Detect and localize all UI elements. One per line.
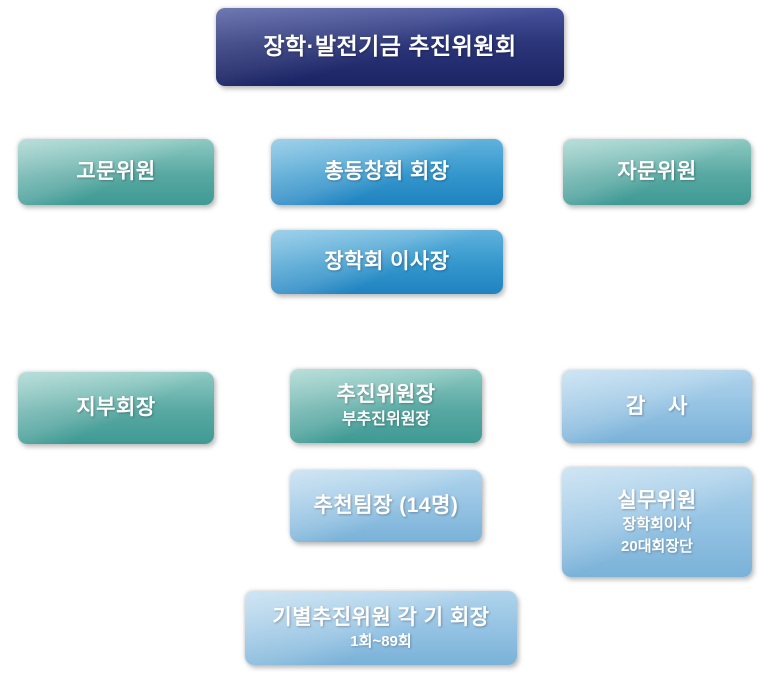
node-label: 장학·발전기금 추진위원회: [263, 33, 517, 60]
node-branch-presidents: 지부회장: [18, 372, 214, 444]
node-label: 추천팀장 (14명): [313, 494, 459, 518]
node-scholarship-foundation-chairman: 장학회 이사장: [271, 230, 503, 294]
node-advisory-members: 고문위원: [18, 139, 214, 205]
node-label: 지부회장: [76, 396, 156, 420]
node-promotion-committee-chairman: 추진위원장 부추진위원장: [290, 369, 482, 443]
node-label: 자문위원: [617, 160, 697, 184]
node-auditor: 감 사: [562, 370, 752, 443]
node-label: 감 사: [626, 394, 688, 418]
node-sublabel: 20대회장단: [621, 537, 693, 555]
node-label: 장학회 이사장: [324, 250, 450, 274]
node-consultant-members: 자문위원: [563, 139, 751, 205]
node-working-committee-members: 실무위원 장학회이사 20대회장단: [562, 467, 752, 577]
node-label: 실무위원: [617, 488, 697, 512]
node-label: 고문위원: [76, 160, 156, 184]
node-sublabel: 1회~89회: [350, 632, 412, 650]
node-alumni-association-president: 총동창회 회장: [271, 139, 503, 205]
node-recommendation-team-leaders: 추천팀장 (14명): [290, 470, 482, 542]
node-fund-committee-title: 장학·발전기금 추진위원회: [216, 8, 564, 86]
node-sublabel: 부추진위원장: [341, 410, 431, 428]
node-label: 총동창회 회장: [324, 160, 450, 184]
node-sublabel: 장학회이사: [622, 516, 692, 534]
node-label: 추진위원장: [336, 382, 436, 406]
node-label: 기별추진위원 각 기 회장: [272, 605, 490, 629]
node-class-promotion-members: 기별추진위원 각 기 회장 1회~89회: [245, 591, 517, 665]
